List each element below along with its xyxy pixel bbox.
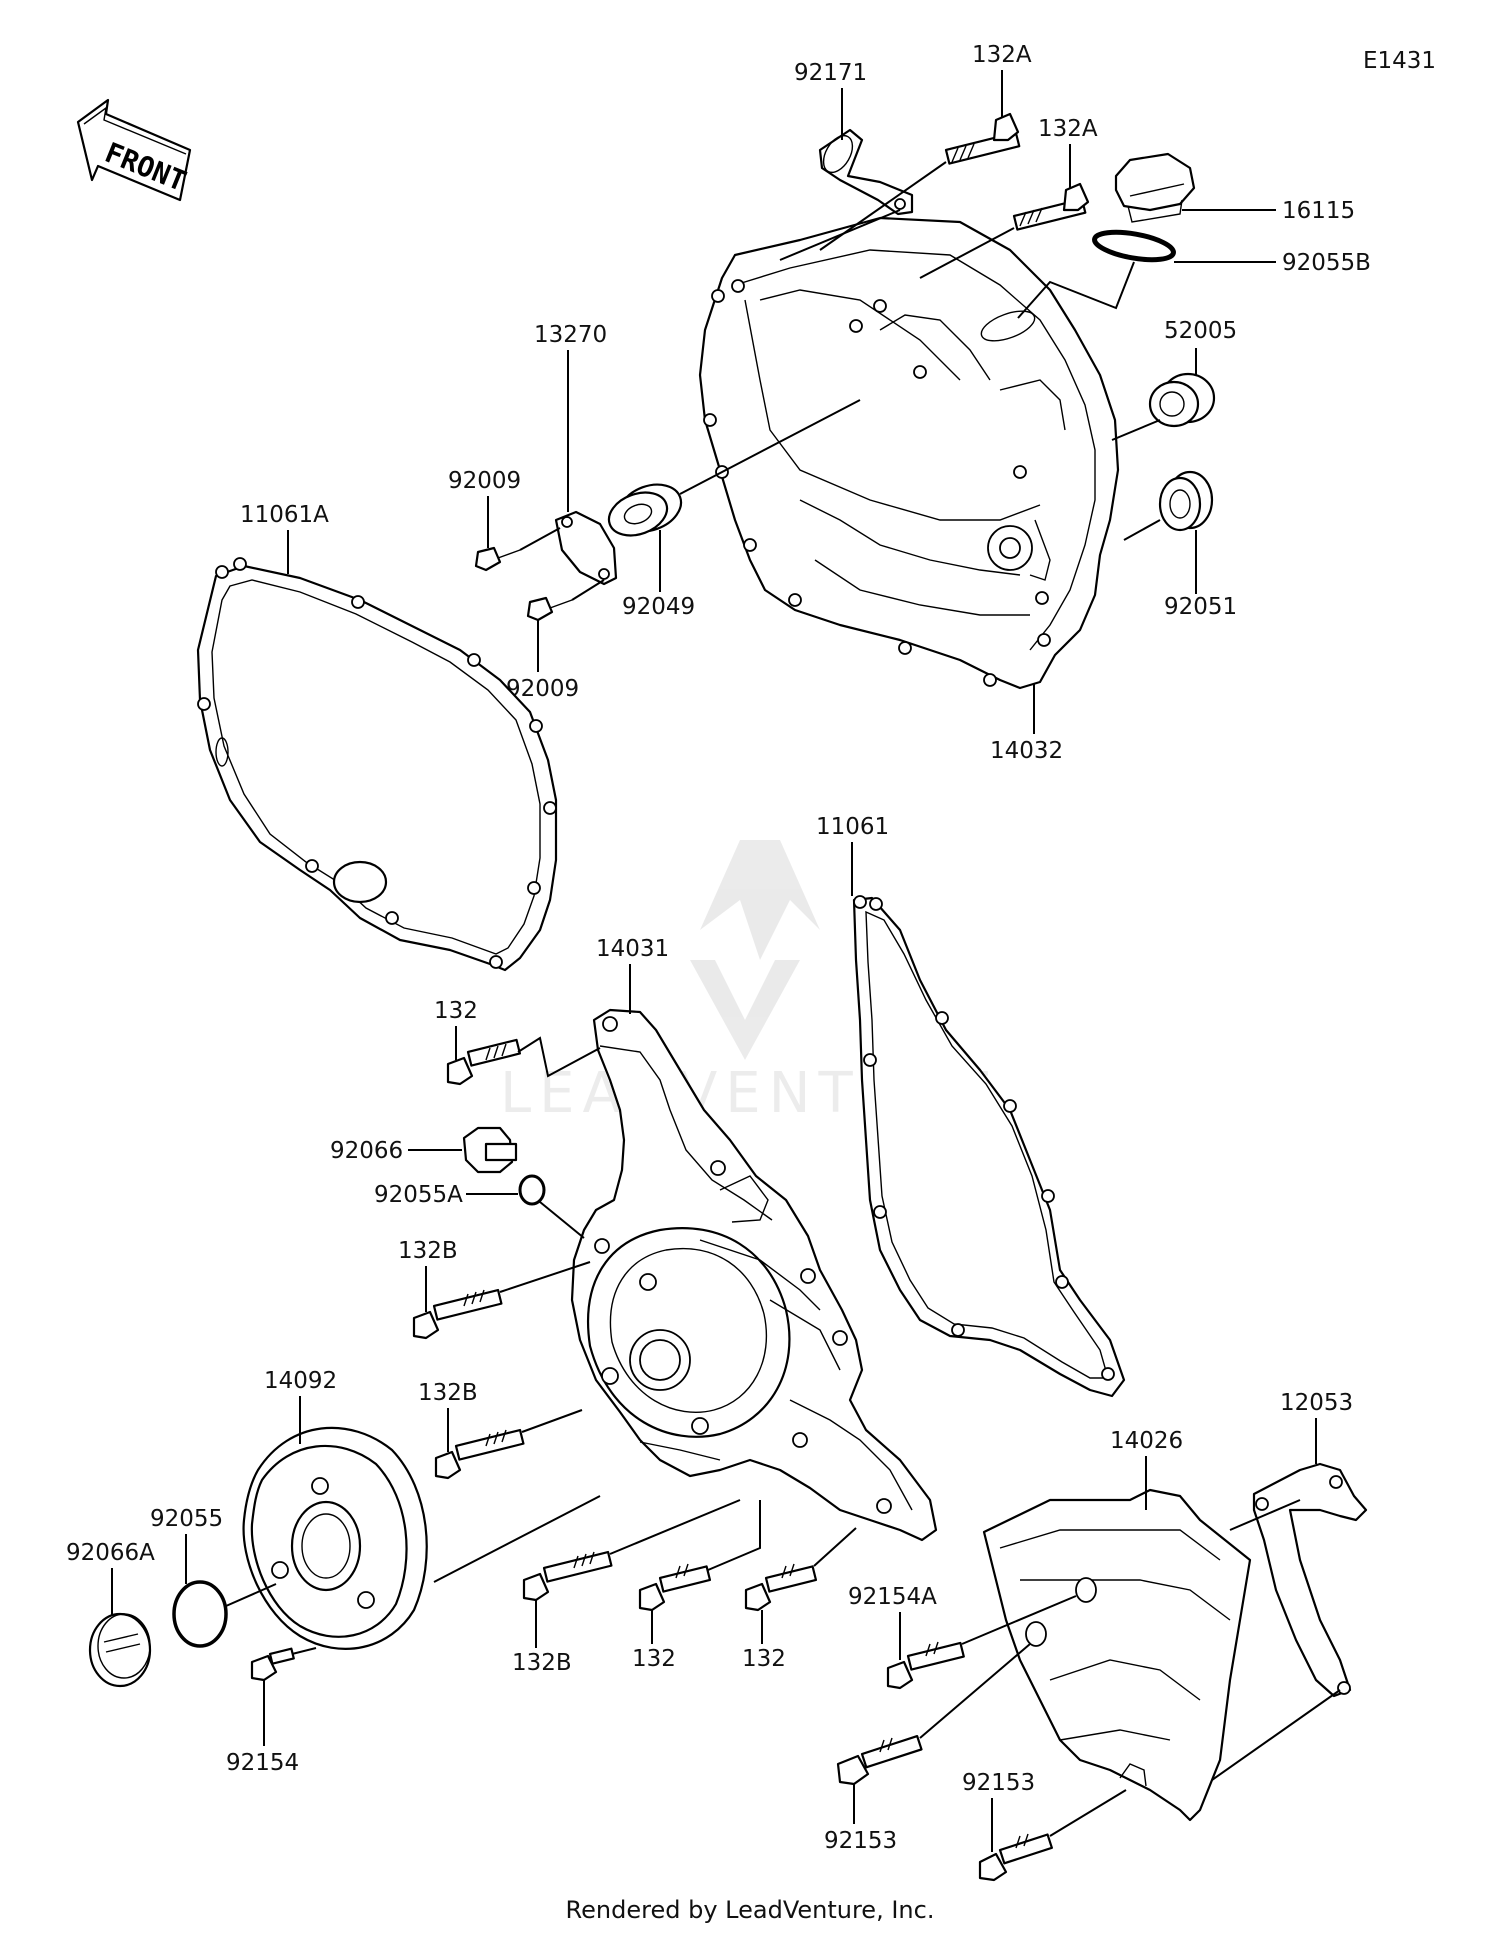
- screw-92009-upper: [474, 546, 521, 572]
- label-92055B: 92055B: [1282, 250, 1371, 276]
- o-ring-92055B: [1092, 229, 1176, 263]
- generator-cover-14031: [570, 1008, 938, 1542]
- plug-92066: [462, 1126, 518, 1174]
- watermark-logo: [690, 840, 820, 1060]
- footer-credit: Rendered by LeadVenture, Inc.: [565, 1896, 935, 1924]
- label-92171: 92171: [794, 60, 867, 86]
- bolt-92153-upper: [836, 1734, 923, 1786]
- label-92009-upper: 92009: [448, 468, 521, 494]
- label-132-upper: 132: [434, 998, 478, 1024]
- label-14031: 14031: [596, 936, 669, 962]
- bolt-132B-upper: [412, 1288, 503, 1340]
- bolt-132A-lower: [1012, 182, 1090, 231]
- label-52005: 52005: [1164, 318, 1237, 344]
- o-ring-92055: [172, 1580, 228, 1648]
- screw-92009-lower: [526, 596, 573, 622]
- bolt-132-lower-right: [744, 1563, 818, 1612]
- label-92066: 92066: [330, 1138, 403, 1164]
- label-11061A: 11061A: [240, 502, 329, 528]
- label-92055A: 92055A: [374, 1182, 463, 1208]
- bolt-92154A: [886, 1641, 965, 1690]
- bolt-132-upper: [446, 1038, 522, 1086]
- cover-14092: [242, 1426, 428, 1650]
- o-ring-92055A: [518, 1174, 546, 1206]
- seal-92051: [1158, 470, 1214, 532]
- clutch-cover-14032: [698, 216, 1120, 690]
- label-14092: 14092: [264, 1368, 337, 1394]
- label-132B-upper: 132B: [398, 1238, 458, 1264]
- front-arrow-icon: FRONT: [76, 98, 192, 202]
- label-92154: 92154: [226, 1750, 299, 1776]
- gasket-11061: [852, 895, 1126, 1398]
- bolt-132B-lower: [522, 1550, 613, 1602]
- label-92049: 92049: [622, 594, 695, 620]
- label-13270: 13270: [534, 322, 607, 348]
- label-92154A: 92154A: [848, 1584, 937, 1610]
- plate-13270: [554, 510, 618, 586]
- label-16115: 16115: [1282, 198, 1355, 224]
- bolt-132-lower-middle: [638, 1563, 712, 1612]
- oil-cap-16115: [1114, 152, 1196, 223]
- label-132-lower-middle: 132: [632, 1646, 676, 1672]
- sprocket-cover-14026: [982, 1488, 1252, 1822]
- label-132A-upper: 132A: [972, 42, 1032, 68]
- bolt-132B-middle: [434, 1428, 525, 1480]
- bolt-92153-lower: [978, 1833, 1053, 1882]
- label-92066A: 92066A: [66, 1540, 155, 1566]
- label-92051: 92051: [1164, 594, 1237, 620]
- bracket-12053: [1252, 1462, 1368, 1698]
- seal-92049: [607, 483, 683, 537]
- cap-92066A: [88, 1612, 152, 1688]
- label-132B-middle: 132B: [418, 1380, 478, 1406]
- bolt-132A-upper: [944, 112, 1021, 165]
- label-11061: 11061: [816, 814, 889, 840]
- label-14026: 14026: [1110, 1428, 1183, 1454]
- clamp-92171: [818, 128, 914, 216]
- label-132-lower-right: 132: [742, 1646, 786, 1672]
- diagram-code: E1431: [1363, 48, 1436, 74]
- label-12053: 12053: [1280, 1390, 1353, 1416]
- label-132B-lower: 132B: [512, 1650, 572, 1676]
- label-92055: 92055: [150, 1506, 223, 1532]
- label-132A-lower: 132A: [1038, 116, 1098, 142]
- label-14032: 14032: [990, 738, 1063, 764]
- label-92009-lower: 92009: [506, 676, 579, 702]
- label-92153-upper: 92153: [824, 1828, 897, 1854]
- screw-92154: [250, 1647, 295, 1682]
- label-92153-lower: 92153: [962, 1770, 1035, 1796]
- gasket-11061A: [196, 557, 558, 972]
- seal-52005: [1148, 372, 1216, 428]
